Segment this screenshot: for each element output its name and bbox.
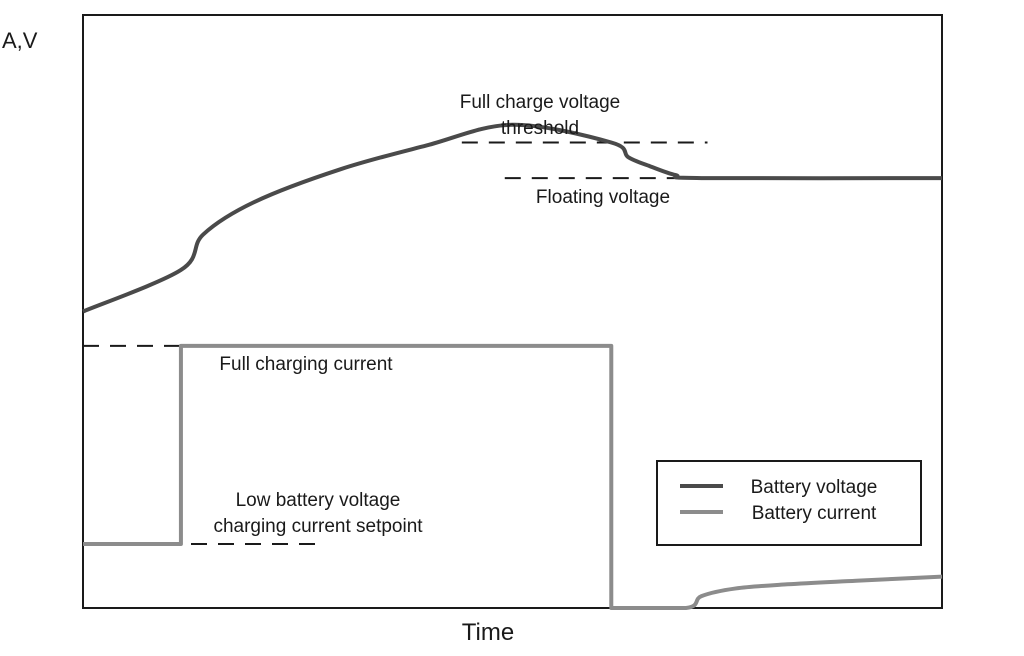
- annotation-label: threshold: [501, 118, 579, 139]
- legend-label-current: Battery current: [752, 503, 877, 524]
- legend-box: [656, 460, 922, 546]
- y-axis-label: A,V: [2, 28, 38, 53]
- annotation-label: Full charge voltage: [460, 92, 621, 113]
- series-line-voltage: [82, 122, 943, 314]
- x-axis-label: Time: [462, 619, 514, 646]
- legend-label-voltage: Battery voltage: [751, 477, 878, 498]
- annotation-label: Floating voltage: [536, 187, 670, 208]
- series-line-current: [83, 343, 943, 610]
- annotation-label: Low battery voltage: [236, 490, 401, 511]
- series-lines: [82, 122, 943, 610]
- annotation-label: Full charging current: [219, 354, 393, 375]
- annotation-label: charging current setpoint: [213, 516, 423, 537]
